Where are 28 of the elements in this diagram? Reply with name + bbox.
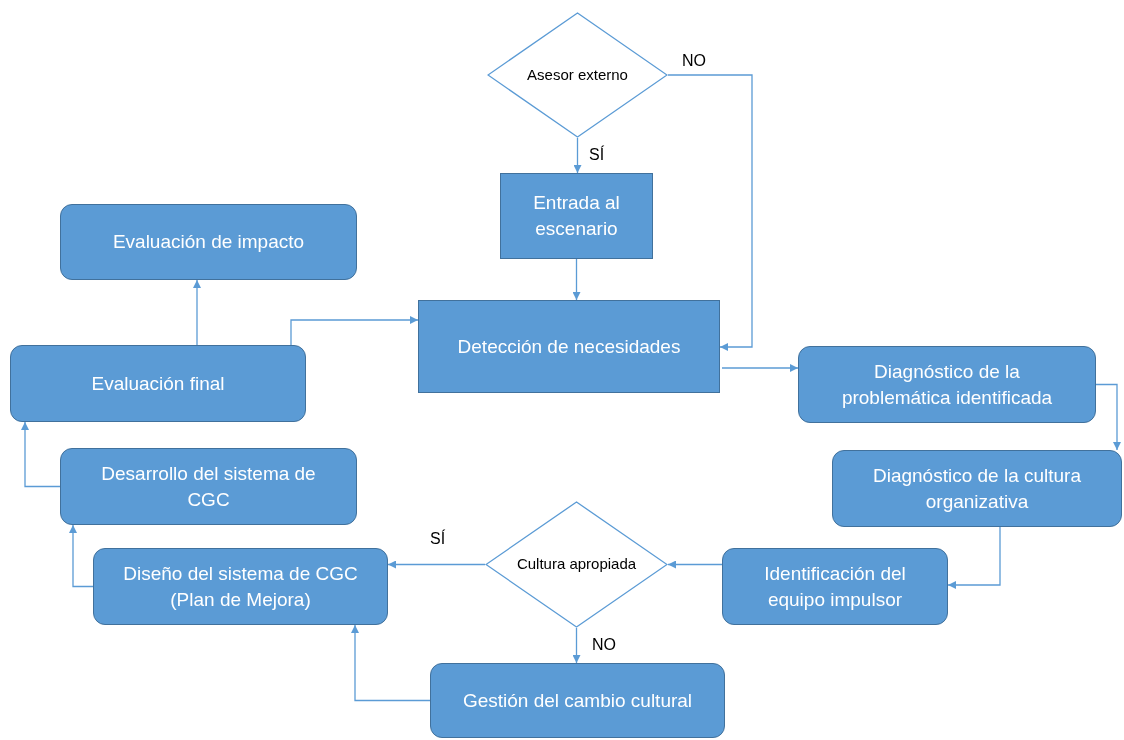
process-box: Desarrollo del sistema de CGC bbox=[60, 448, 357, 525]
arrow bbox=[667, 74, 753, 351]
arrow bbox=[667, 560, 723, 569]
process-box: Entrada al escenario bbox=[500, 173, 653, 259]
arrow bbox=[351, 624, 431, 702]
arrow bbox=[387, 560, 486, 569]
decision-label: Asesor externo bbox=[527, 64, 628, 85]
process-box: Evaluación final bbox=[10, 345, 306, 422]
arrow bbox=[193, 279, 201, 346]
process-box: Identificación del equipo impulsor bbox=[722, 548, 948, 625]
process-box: Diagnóstico de la problemática identificada bbox=[798, 346, 1096, 423]
process-box: Diagnóstico de la cultura organizativa bbox=[832, 450, 1122, 527]
decision-diamond bbox=[485, 501, 668, 628]
arrow bbox=[572, 627, 581, 664]
arrow bbox=[721, 364, 799, 372]
arrow bbox=[21, 421, 61, 488]
arrow bbox=[572, 258, 581, 301]
arrow bbox=[573, 137, 582, 174]
arrow bbox=[290, 316, 419, 346]
arrow bbox=[1095, 383, 1121, 451]
decision-diamond bbox=[487, 12, 668, 138]
process-box: Evaluación de impacto bbox=[60, 204, 357, 280]
arrow bbox=[69, 524, 94, 588]
arrow bbox=[947, 526, 1001, 589]
decision-label: Cultura apropiada bbox=[516, 554, 637, 575]
process-box: Detección de necesidades bbox=[418, 300, 720, 393]
process-box: Gestión del cambio cultural bbox=[430, 663, 725, 738]
process-box: Diseño del sistema de CGC (Plan de Mejora) bbox=[93, 548, 388, 625]
